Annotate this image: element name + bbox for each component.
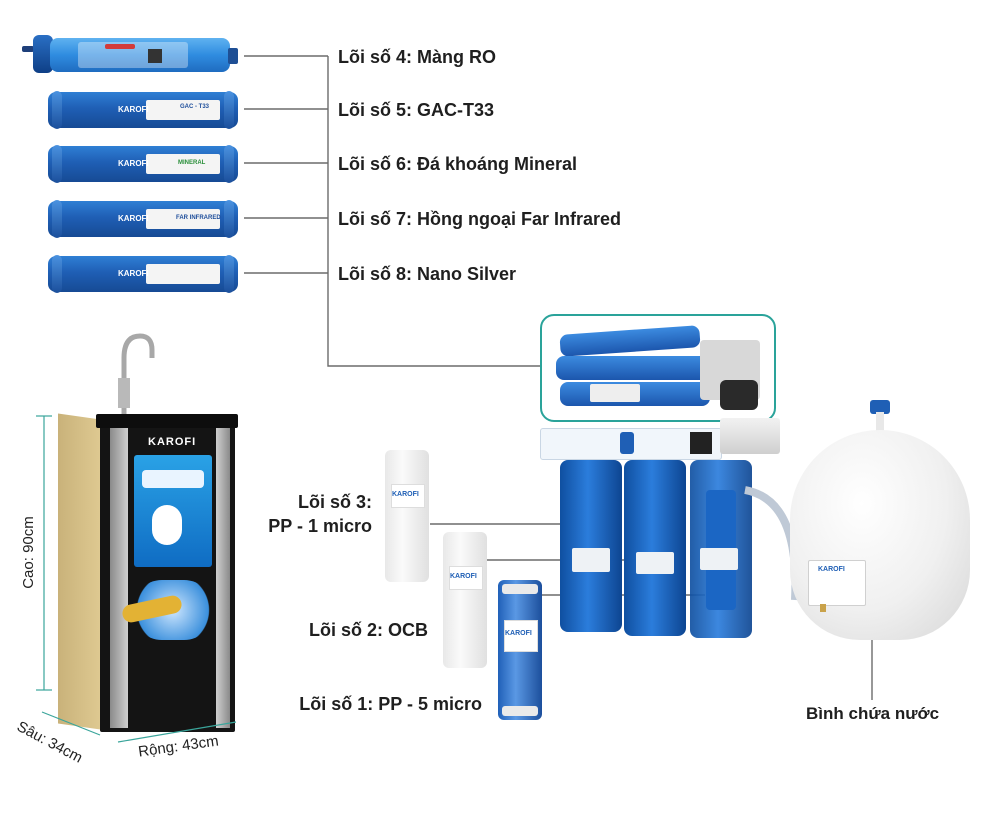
core-2-cartridge: KAROFI: [443, 532, 487, 668]
height-dimension: Cao: 90cm: [19, 516, 37, 589]
faucet: [118, 333, 155, 420]
cartridge-brand: KAROFI: [505, 630, 532, 637]
core-7-label: Lõi số 7: Hồng ngoại Far Infrared: [338, 209, 622, 229]
core-8-label: Lõi số 8: Nano Silver: [338, 264, 517, 284]
nano-silver-cartridge: KAROFI: [48, 255, 238, 293]
mineral-cartridge: MINERAL KAROFI: [48, 145, 238, 183]
core-3-label-line2: PP - 1 micro: [268, 516, 372, 536]
cartridge-brand: KAROFI: [118, 214, 149, 223]
cartridge-brand: KAROFI: [118, 159, 149, 168]
cartridge-print: FAR INFRARED: [176, 215, 221, 221]
housing-2: [624, 460, 686, 636]
top-cartridges-frame: [540, 314, 776, 422]
cartridge-print: GAC - T33: [180, 104, 210, 110]
gac-t33-cartridge: GAC - T33 KAROFI: [48, 91, 238, 129]
tank-brand: KAROFI: [818, 566, 845, 573]
core-3-label-line1: Lõi số 3:: [297, 492, 372, 512]
core-1-label: Lõi số 1: PP - 5 micro: [299, 694, 482, 714]
tank-label: Bình chứa nước: [806, 704, 940, 723]
far-infrared-cartridge: FAR INFRARED KAROFI: [48, 200, 238, 238]
core-3-cartridge: KAROFI: [385, 450, 429, 582]
core-4-label: Lõi số 4: Màng RO: [338, 47, 497, 67]
cartridge-brand: KAROFI: [118, 105, 149, 114]
cartridge-brand: KAROFI: [392, 491, 419, 498]
core-1-cartridge: KAROFI: [498, 580, 542, 720]
housing-1: [560, 460, 622, 632]
cabinet-brand: KAROFI: [148, 436, 197, 448]
core-5-label: Lõi số 5: GAC-T33: [338, 100, 495, 120]
cartridge-brand: KAROFI: [450, 573, 477, 580]
core-2-label: Lõi số 2: OCB: [308, 620, 428, 640]
cartridge-brand: KAROFI: [118, 269, 149, 278]
cartridge-print: MINERAL: [178, 160, 206, 166]
core-6-label: Lõi số 6: Đá khoáng Mineral: [338, 154, 578, 174]
